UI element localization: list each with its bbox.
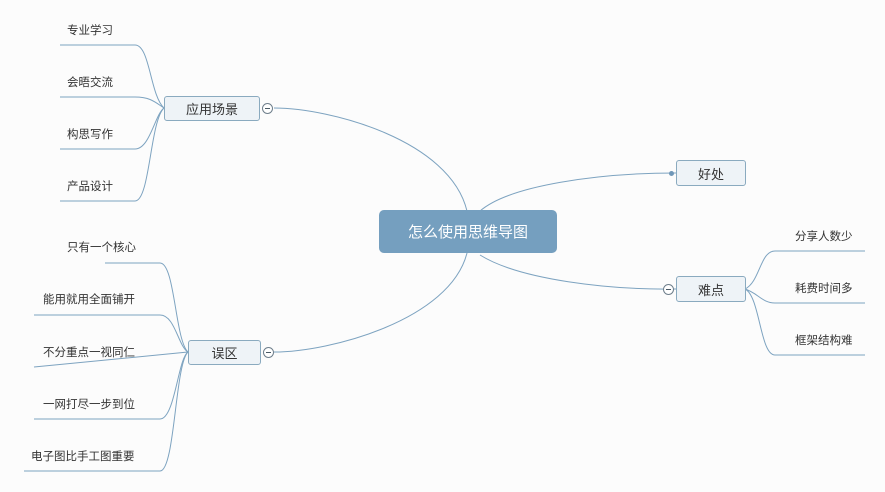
leaf-myths-5[interactable]: 电子图比手工图重要 bbox=[31, 449, 135, 463]
branch-scenarios-label: 应用场景 bbox=[185, 103, 238, 118]
connector-scenarios-leaf-1 bbox=[60, 44, 165, 109]
leaf-scenarios-2[interactable]: 会晤交流 bbox=[67, 75, 113, 89]
connector-difficulties-leaf-3 bbox=[744, 288, 865, 356]
leaf-scenarios-3[interactable]: 构思写作 bbox=[67, 127, 113, 141]
branch-benefits[interactable]: 好处 bbox=[676, 160, 746, 186]
connector-scenarios-leaf-2 bbox=[60, 96, 165, 109]
connector-root-difficulties bbox=[479, 254, 677, 290]
connector-root-scenarios bbox=[273, 107, 468, 212]
connector-root-benefits bbox=[479, 172, 677, 212]
connector-myths-leaf-2 bbox=[34, 314, 189, 353]
root-topic[interactable]: 怎么使用思维导图 bbox=[379, 210, 557, 253]
leaf-myths-2[interactable]: 能用就用全面铺开 bbox=[43, 292, 135, 306]
leaf-scenarios-4[interactable]: 产品设计 bbox=[67, 179, 113, 193]
leaf-myths-1[interactable]: 只有一个核心 bbox=[67, 240, 136, 254]
leaf-myths-4[interactable]: 一网打尽一步到位 bbox=[43, 397, 135, 411]
branch-scenarios[interactable]: 应用场景 bbox=[164, 96, 260, 121]
leaf-difficulties-1[interactable]: 分享人数少 bbox=[795, 229, 853, 243]
connector-difficulties-leaf-2 bbox=[744, 288, 865, 304]
branch-myths-label: 误区 bbox=[211, 347, 238, 362]
collapse-myths-icon[interactable] bbox=[263, 347, 274, 358]
connector-difficulties-leaf-1 bbox=[744, 250, 865, 290]
root-topic-label: 怎么使用思维导图 bbox=[407, 223, 528, 241]
leaf-difficulties-2[interactable]: 耗费时间多 bbox=[795, 281, 853, 295]
branch-myths[interactable]: 误区 bbox=[188, 340, 261, 365]
leaf-scenarios-1[interactable]: 专业学习 bbox=[67, 23, 113, 37]
collapse-difficulties-icon[interactable] bbox=[663, 284, 674, 295]
collapse-scenarios-icon[interactable] bbox=[262, 103, 273, 114]
benefits-anchor-dot bbox=[669, 171, 674, 176]
branch-benefits-label: 好处 bbox=[697, 167, 724, 183]
branch-difficulties[interactable]: 难点 bbox=[676, 276, 746, 302]
connector-root-myths bbox=[273, 252, 468, 353]
connector-scenarios-leaf-4 bbox=[60, 107, 165, 202]
leaf-difficulties-3[interactable]: 框架结构难 bbox=[795, 333, 853, 347]
connector-myths-leaf-3 bbox=[33, 351, 189, 368]
leaf-myths-3[interactable]: 不分重点一视同仁 bbox=[43, 345, 135, 359]
connector-myths-leaf-5 bbox=[24, 351, 189, 472]
branch-difficulties-label: 难点 bbox=[697, 283, 724, 299]
connector-myths-leaf-1 bbox=[105, 262, 189, 353]
